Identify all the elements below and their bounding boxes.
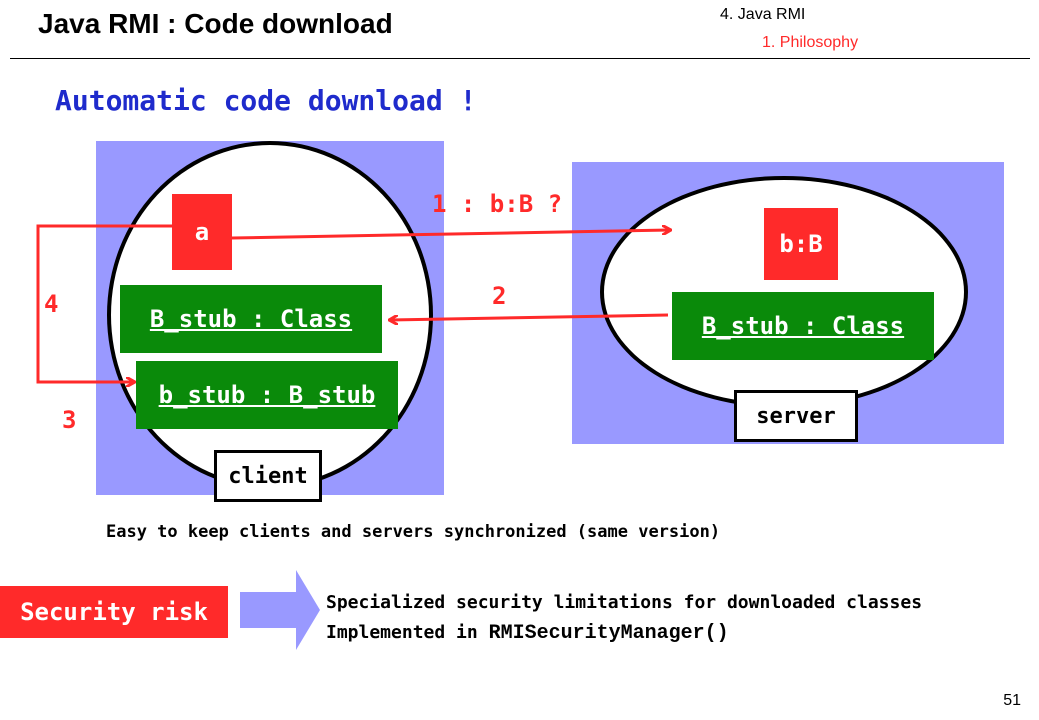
security-risk-box: Security risk	[0, 586, 228, 638]
risk-line-1: Specialized security limitations for dow…	[326, 592, 923, 613]
client-stub-instance-box: b_stub : B_stub	[136, 361, 398, 429]
risk-line-2-prefix: Implemented in	[326, 622, 489, 643]
server-stub-class-box: B_stub : Class	[672, 292, 934, 360]
sync-note: Easy to keep clients and servers synchro…	[106, 522, 721, 542]
section-label: 4. Java RMI	[720, 6, 806, 23]
object-a-box: a	[172, 194, 232, 270]
client-stub-class-box: B_stub : Class	[120, 285, 382, 353]
client-label: client	[214, 450, 322, 502]
slide-subtitle: Automatic code download !	[55, 84, 477, 117]
subsection-label: 1. Philosophy	[762, 34, 859, 51]
step-3-label: 3	[62, 406, 77, 434]
right-arrow-icon	[240, 570, 320, 650]
step-2-label: 2	[492, 282, 507, 310]
step-1-label: 1 : b:B ?	[432, 190, 563, 218]
header-divider	[10, 58, 1030, 59]
risk-line-2-code: RMISecurityManager()	[488, 622, 729, 645]
risk-line-2: Implemented in RMISecurityManager()	[326, 622, 729, 645]
page-number: 51	[1003, 692, 1021, 709]
server-label: server	[734, 390, 858, 442]
step-4-label: 4	[44, 290, 59, 318]
slide-title: Java RMI : Code download	[38, 8, 393, 39]
object-b-box: b:B	[764, 208, 838, 280]
